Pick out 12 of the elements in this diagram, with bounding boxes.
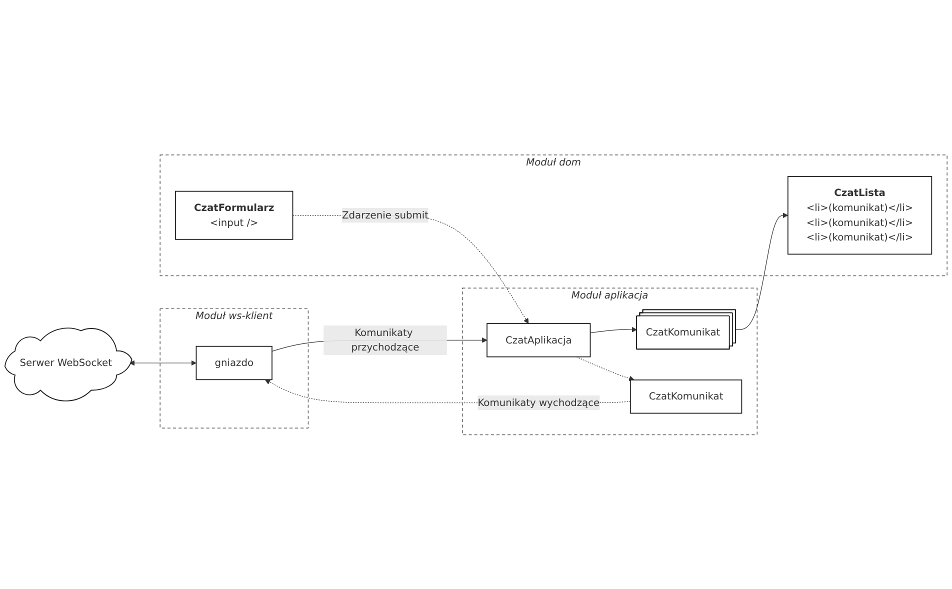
edge-label: Zdarzenie submit xyxy=(342,208,428,221)
arrow xyxy=(576,356,634,381)
arrow xyxy=(736,212,788,330)
node-box: CzatKomunikat xyxy=(630,379,742,414)
node-box: CzatLista <li>(komunikat)</li> <li>(komunikat)</li> <li>(komunikat)</li> xyxy=(787,176,932,254)
node-box: CzatFormularz <input /> xyxy=(175,190,294,240)
node-box: CzatAplikacja xyxy=(486,322,591,357)
edge-label: Komunikaty przychodzące xyxy=(351,326,420,353)
arrow xyxy=(590,326,638,333)
edge-label: Komunikaty wychodzące xyxy=(478,396,600,408)
arrow xyxy=(129,360,196,366)
node-box: gniazdo xyxy=(196,346,272,380)
